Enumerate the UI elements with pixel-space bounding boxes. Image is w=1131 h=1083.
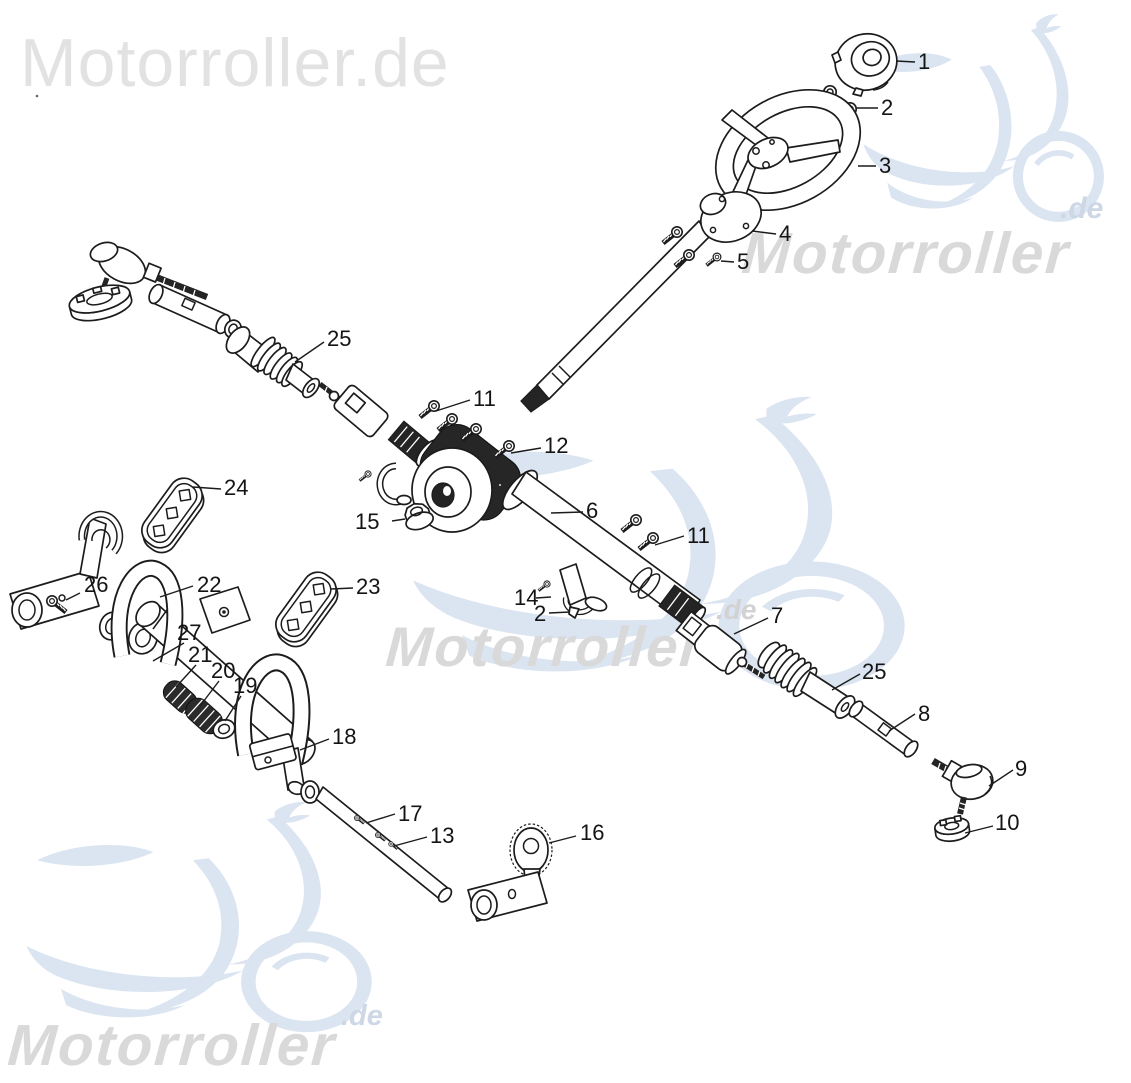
callout-11-right: 11 xyxy=(687,523,710,548)
callout-6: 6 xyxy=(586,498,598,523)
part-spring-20 xyxy=(185,697,223,735)
callout-18: 18 xyxy=(332,724,356,749)
part-bracket-16 xyxy=(467,823,553,922)
callout-10: 10 xyxy=(995,810,1019,835)
callout-19: 19 xyxy=(233,673,257,698)
callout-25-left: 25 xyxy=(327,326,351,351)
part-nut-15 xyxy=(404,502,435,531)
part-coupler-7 xyxy=(675,610,766,680)
part-castle-nut-10 xyxy=(934,814,971,843)
part-boot-left xyxy=(225,326,321,399)
callout-22: 22 xyxy=(197,572,221,597)
callout-27: 27 xyxy=(177,620,201,645)
part-steering-gear xyxy=(387,420,707,630)
callout-3: 3 xyxy=(879,153,891,178)
part-tie-rod-end-right xyxy=(931,757,994,815)
callout-23: 23 xyxy=(356,574,380,599)
callout-8: 8 xyxy=(918,701,930,726)
part-tie-rod-end-left xyxy=(68,241,209,322)
callout-11-top: 11 xyxy=(473,386,496,411)
callout-26: 26 xyxy=(84,572,108,597)
part-boot-right xyxy=(757,641,856,719)
part-steering-column xyxy=(520,191,762,413)
part-castle-nut-left xyxy=(68,284,133,322)
part-tie-rod-right xyxy=(848,700,919,758)
callout-25-right: 25 xyxy=(862,659,886,684)
part-steering-wheel xyxy=(714,88,862,212)
callout-15: 15 xyxy=(355,509,379,534)
part-pad-23 xyxy=(267,565,347,654)
part-pedal-arm-2 xyxy=(243,662,320,804)
part-rod-17 xyxy=(315,786,453,903)
callout-2-mid: 2 xyxy=(534,601,546,626)
part-washer-19 xyxy=(212,718,236,740)
callout-16: 16 xyxy=(580,820,604,845)
watermark-brand-top-left: Motorroller.de xyxy=(20,25,450,101)
callout-20: 20 xyxy=(211,658,235,683)
part-rack-coupler-left xyxy=(318,382,389,438)
part-clamp-14 xyxy=(537,563,608,619)
part-bracket-18 xyxy=(248,733,297,771)
part-hook-2 xyxy=(568,606,580,619)
callout-7: 7 xyxy=(771,603,783,628)
callout-21: 21 xyxy=(188,642,212,667)
part-clamp-upper xyxy=(358,462,412,506)
part-horn-cap xyxy=(831,32,898,97)
callout-9: 9 xyxy=(1015,756,1027,781)
callout-13: 13 xyxy=(430,823,454,848)
callout-14: 14 xyxy=(514,585,538,610)
part-pad-24 xyxy=(133,471,213,560)
callout-17: 17 xyxy=(398,801,422,826)
callout-2: 2 xyxy=(881,95,893,120)
callout-leaders xyxy=(65,60,1014,847)
watermark-suffix-bottom: .de xyxy=(341,1000,383,1032)
watermark-suffix-middle: .de xyxy=(716,594,757,625)
callout-numbers: 1 2 3 4 5 25 11 12 24 6 15 11 26 22 23 1… xyxy=(84,49,1027,848)
callout-12: 12 xyxy=(544,433,568,458)
callout-4: 4 xyxy=(779,221,791,246)
watermark-suffix-top-right: .de xyxy=(1060,192,1104,225)
callout-1: 1 xyxy=(918,49,930,74)
callout-5: 5 xyxy=(737,249,749,274)
stray-mark xyxy=(35,94,39,98)
callout-24: 24 xyxy=(224,475,248,500)
